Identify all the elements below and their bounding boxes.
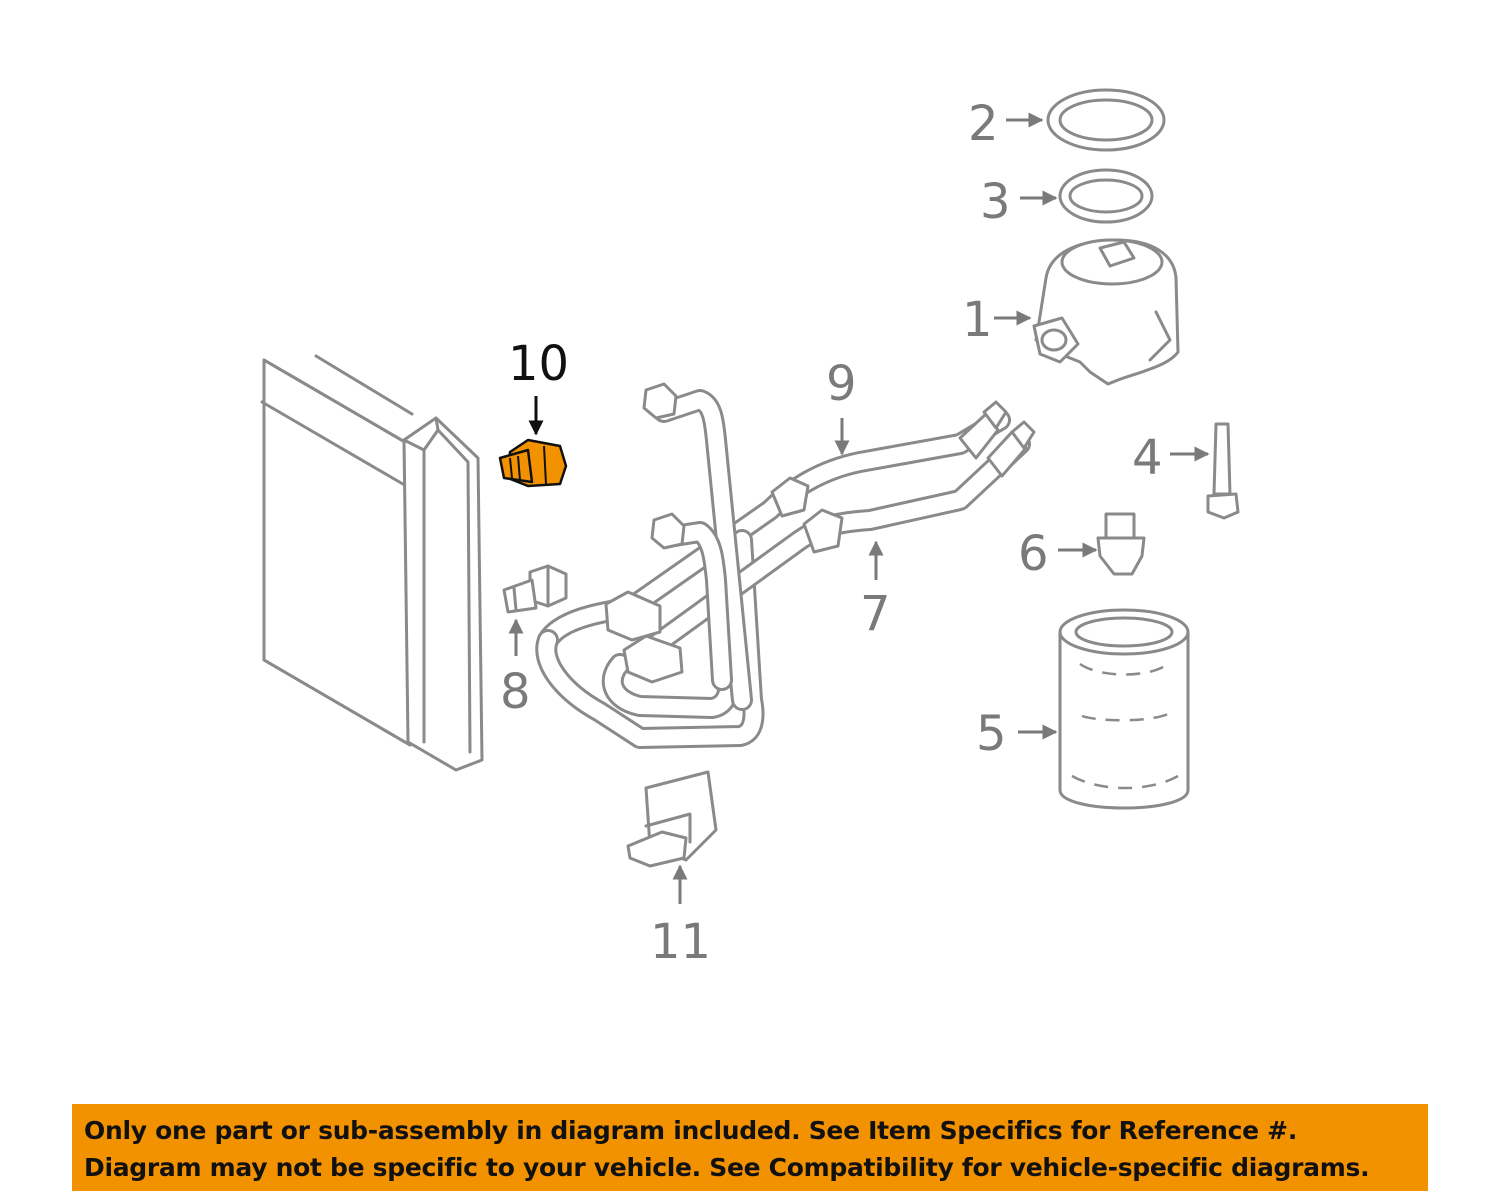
callout-labels: 1 2 3 4 5 6 7 8 9 10 11 xyxy=(500,96,1163,970)
callout-6: 6 xyxy=(1018,526,1049,582)
leader-lines xyxy=(508,112,1210,904)
callout-8: 8 xyxy=(500,664,531,720)
disclaimer-line-2: Diagram may not be specific to your vehi… xyxy=(84,1153,1370,1182)
part-1-filter-housing[interactable] xyxy=(1032,238,1180,386)
disclaimer-line-1: Only one part or sub-assembly in diagram… xyxy=(84,1116,1298,1145)
callout-7: 7 xyxy=(860,586,891,642)
part-5-oil-filter[interactable] xyxy=(1058,608,1190,810)
callout-3: 3 xyxy=(980,174,1011,230)
callout-11: 11 xyxy=(650,914,711,970)
part-2-seal[interactable] xyxy=(1046,88,1166,152)
callout-9: 9 xyxy=(826,356,857,412)
callout-1: 1 xyxy=(962,292,993,348)
cooler-lines[interactable] xyxy=(535,382,1036,749)
part-10-fitting[interactable] xyxy=(498,438,568,488)
callout-2: 2 xyxy=(968,96,999,152)
part-8-fitting[interactable] xyxy=(502,564,568,614)
part-11-bracket[interactable] xyxy=(626,770,718,868)
callout-4: 4 xyxy=(1132,430,1163,486)
part-6-fitting[interactable] xyxy=(1096,512,1146,576)
callout-5: 5 xyxy=(976,706,1007,762)
disclaimer-banner: Only one part or sub-assembly in diagram… xyxy=(72,1104,1428,1191)
callout-10: 10 xyxy=(508,336,569,392)
part-4-bolt[interactable] xyxy=(1206,422,1240,520)
part-3-seal[interactable] xyxy=(1058,168,1154,224)
radiator-panel xyxy=(260,354,484,772)
